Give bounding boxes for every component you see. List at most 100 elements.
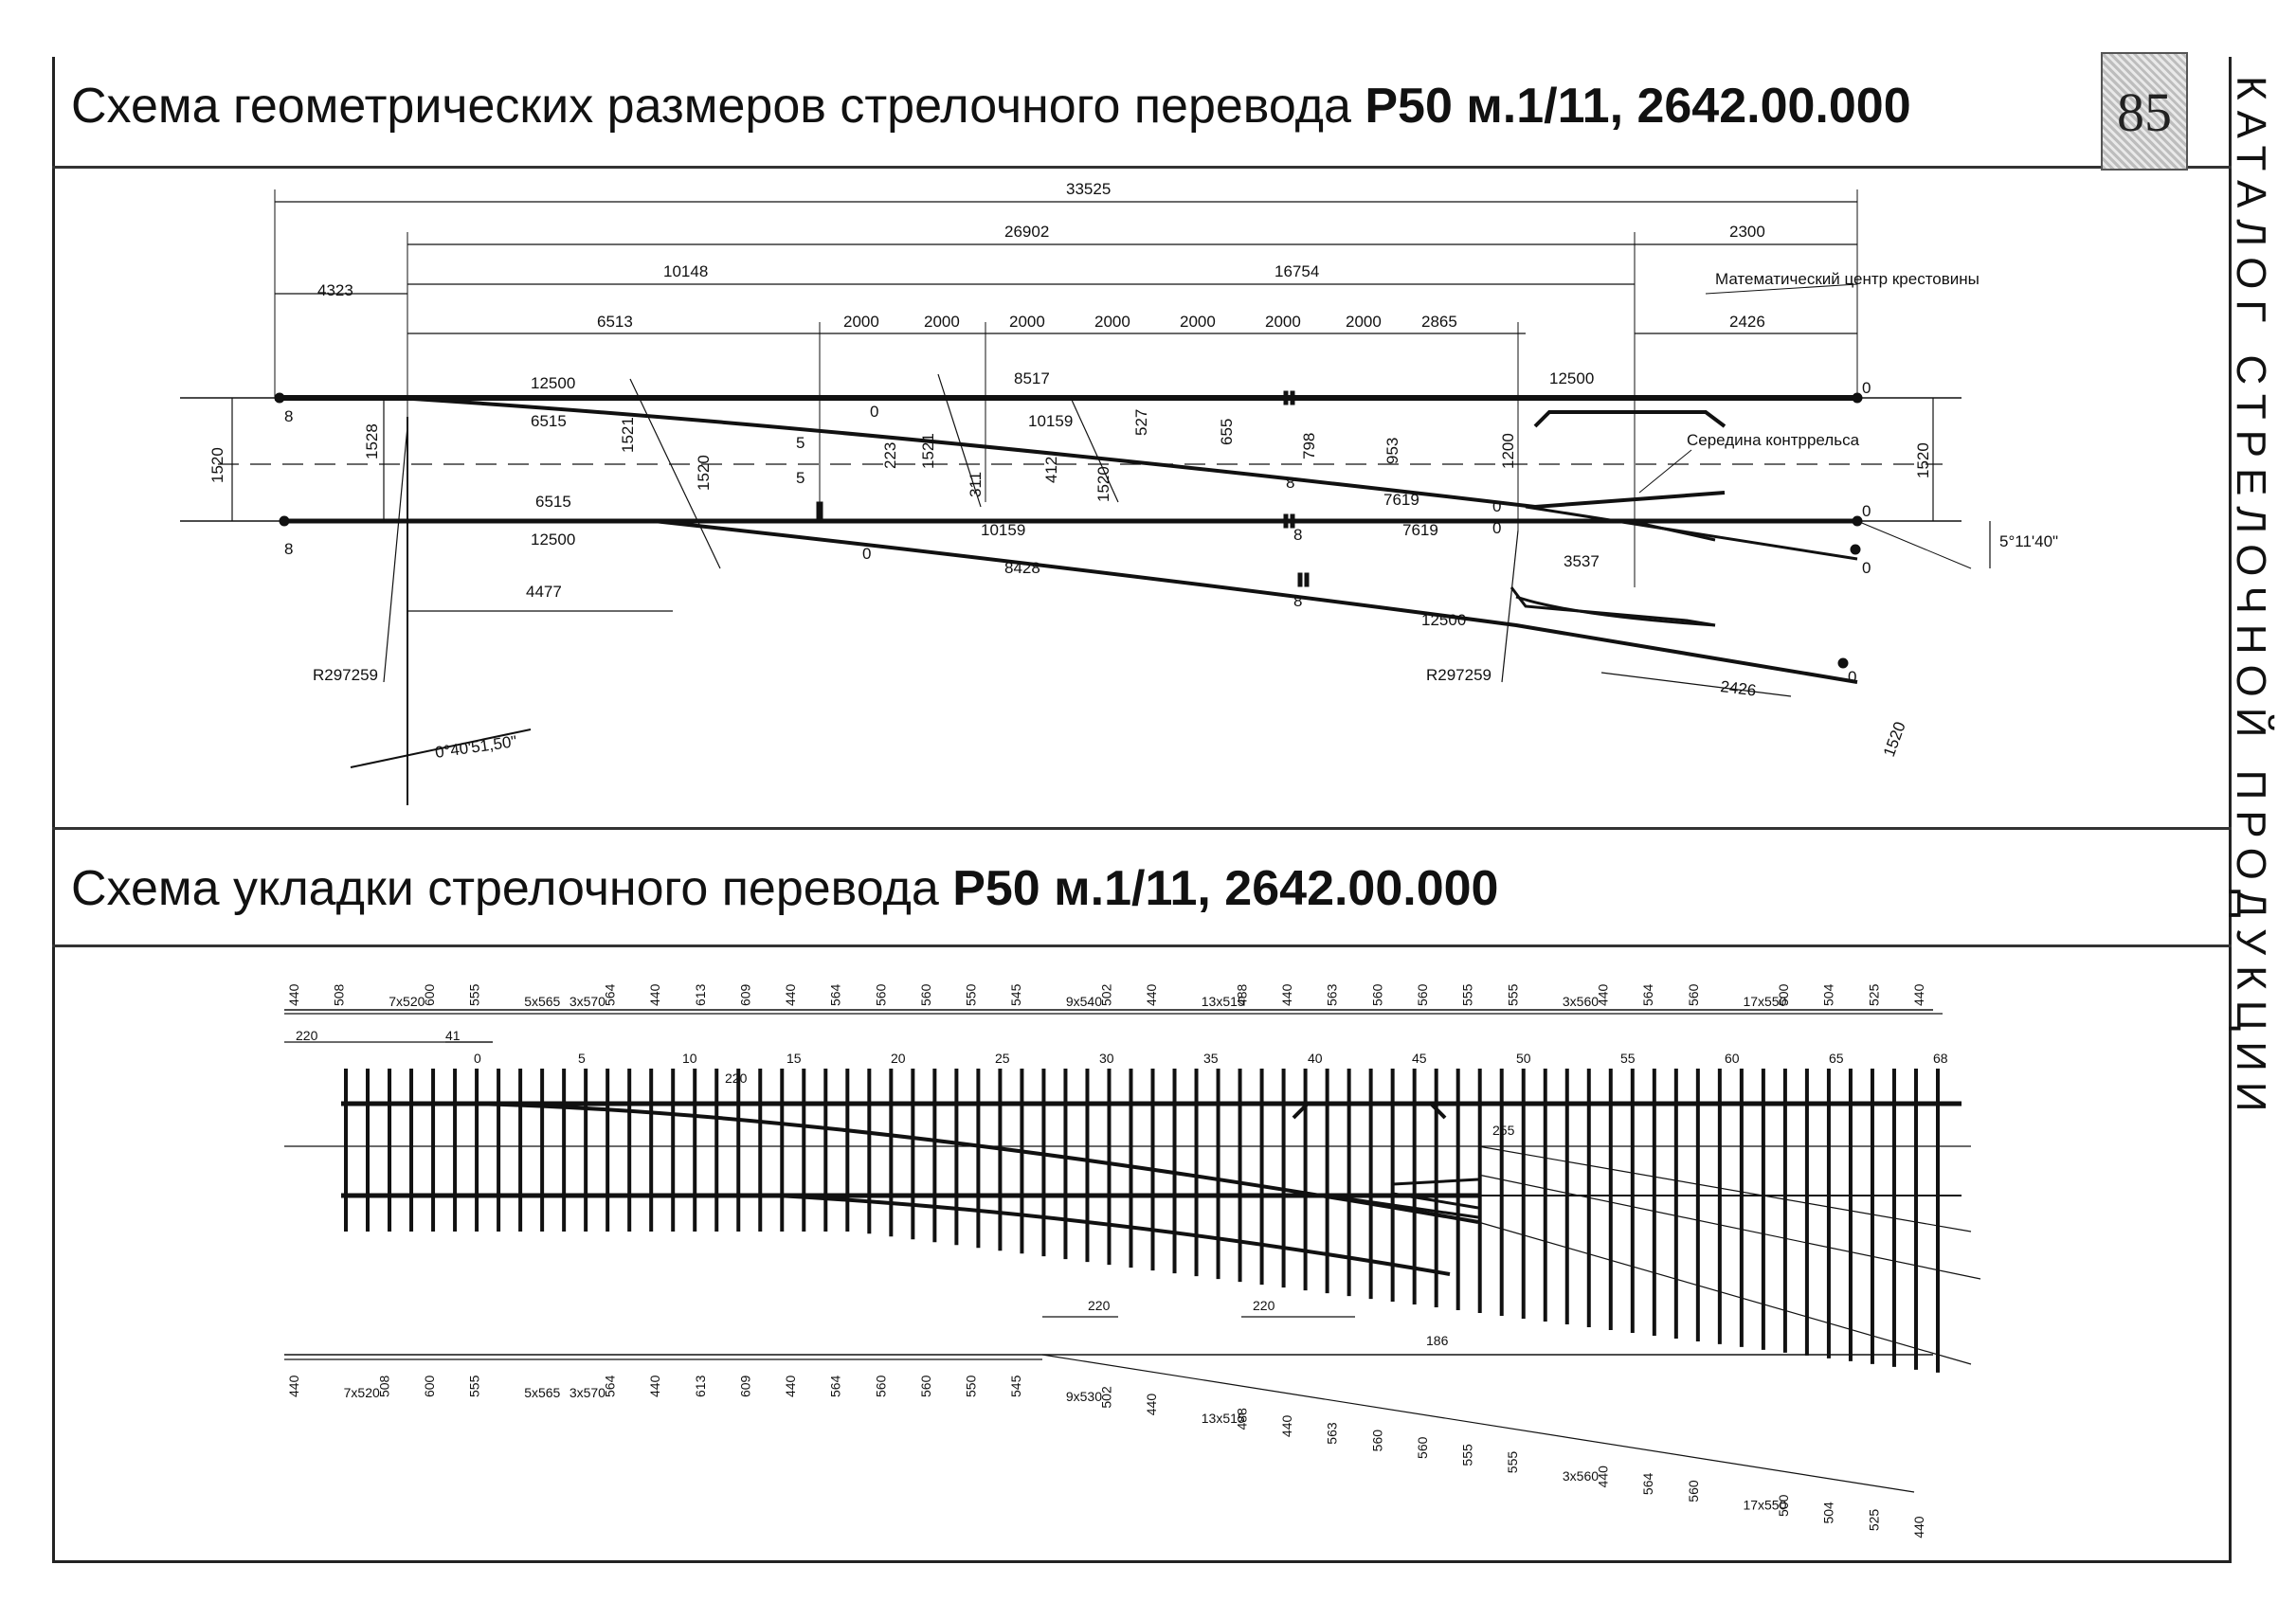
laying-dimension: 440 [286,983,301,1006]
laying-dimension: 440 [286,1375,301,1397]
page-number: 85 [2117,81,2172,143]
laying-dimension: 564 [602,1375,617,1397]
laying-dimension: 560 [873,983,888,1006]
laying-dimension: 508 [332,983,347,1006]
laying-dimension: 560 [918,1375,933,1397]
spacing-4: 2000 [1094,313,1130,331]
laying-dimension: 500 [1776,983,1791,1006]
spacing-2: 2000 [924,313,960,331]
laying-dimension: 564 [828,1375,843,1397]
sleeper-number: 5 [578,1051,586,1066]
vdim-953: 953 [1383,438,1401,464]
diverging-rail-1 [397,396,1726,510]
label-2426-b: 2426 [1720,677,1758,699]
sleeper-number: 25 [995,1051,1010,1066]
spacing-5: 2000 [1180,313,1216,331]
misc-220-a: 220 [296,1028,318,1043]
sleeper-number: 68 [1933,1051,1948,1066]
section-divider-top [52,827,2232,830]
vdim-1520-left: 1520 [208,447,226,483]
laying-dimension: 488 [1234,983,1249,1006]
laying-dimension: 555 [1460,983,1475,1006]
sleeper-number: 55 [1620,1051,1636,1066]
label-7619-a: 7619 [1383,491,1419,509]
vdim-798: 798 [1300,433,1318,459]
label-3537: 3537 [1564,552,1600,570]
laying-dimension: 550 [964,983,979,1006]
sleeper-number: 45 [1412,1051,1427,1066]
laying-dimension: 564 [602,983,617,1006]
label-8517: 8517 [1014,369,1050,387]
laying-dimension: 17x550 [1743,994,1786,1009]
angle-arc [350,729,532,768]
laying-dimension: 560 [1415,1436,1430,1459]
laying-dimension: 9x540 [1066,994,1102,1009]
label-10159-a: 10159 [1028,412,1073,430]
dim-26902: 26902 [1004,223,1049,241]
note-radius-left: R297259 [313,666,378,684]
spacing-3: 2000 [1009,313,1045,331]
laying-dimension: 564 [1640,1472,1655,1495]
laying-dimension: 440 [1911,983,1926,1006]
laying-dimension: 545 [1008,1375,1023,1397]
laying-dimension: 609 [737,1375,752,1397]
laying-dimension: 488 [1234,1408,1249,1430]
label-12500-b: 12500 [1549,369,1594,387]
label-6515-b: 6515 [535,493,571,511]
sleeper-number: 50 [1516,1051,1531,1066]
laying-dimension: 525 [1866,983,1881,1006]
section-divider-bottom [52,944,2232,947]
misc-255: 255 [1492,1123,1515,1138]
laying-dimension: 560 [1686,1480,1701,1502]
vdim-311: 311 [967,472,985,497]
laying-dimension: 555 [1505,983,1520,1006]
laying-dimension: 440 [1596,1466,1611,1488]
laying-dimension: 609 [737,983,752,1006]
sleeper-number: 15 [786,1051,802,1066]
laying-dimension: 3x560 [1563,994,1599,1009]
joint-8-b: 8 [1293,526,1302,544]
sleeper-number: 60 [1725,1051,1740,1066]
joint-8-a: 8 [1286,474,1294,492]
sleeper-number: 0 [474,1051,481,1066]
note-guard-rail-mid: Середина контррельса [1687,431,1860,449]
laying-dimension: 560 [1686,983,1701,1006]
laying-dimension: 5x565 [524,994,560,1009]
end-8-b: 8 [284,540,293,558]
misc-220-d: 220 [1253,1298,1275,1313]
sleeper-number: 65 [1829,1051,1844,1066]
laying-dimension: 3x570 [569,1385,606,1400]
spacing-1: 2000 [843,313,879,331]
end-8-a: 8 [284,407,293,425]
laying-dimension: 560 [873,1375,888,1397]
dim-6513: 6513 [597,313,633,331]
dim-4323: 4323 [317,281,353,299]
vdim-5-b: 5 [796,469,805,487]
laying-dimension: 555 [1505,1451,1520,1474]
laying-title-model: Р50 м.1/11, 2642.00.000 [952,861,1499,916]
laying-dimension: 440 [783,983,798,1006]
laying-dimension: 440 [1279,1415,1294,1438]
laying-dimension: 440 [1144,1394,1159,1416]
label-4477: 4477 [526,583,562,601]
sleeper-number: 40 [1308,1051,1323,1066]
laying-dimension: 560 [1369,1430,1384,1452]
page-number-badge: 85 [2101,52,2188,171]
sleeper-number: 30 [1099,1051,1114,1066]
laying-dimension: 440 [783,1375,798,1397]
vdim-1520-b: 1520 [695,455,713,491]
vdim-1521-b: 1521 [919,433,937,469]
laying-dimension: 550 [964,1375,979,1397]
misc-220-c: 220 [1088,1298,1111,1313]
laying-dimension: 525 [1866,1509,1881,1532]
geometry-title-model: Р50 м.1/11, 2642.00.000 [1365,79,1911,134]
laying-dimension: 3x560 [1563,1468,1599,1484]
laying-dimension: 504 [1821,983,1836,1006]
vdim-412: 412 [1042,457,1060,483]
misc-186: 186 [1426,1333,1449,1348]
laying-dimension: 500 [1776,1494,1791,1517]
laying-dimension: 440 [1911,1516,1926,1538]
label-6515-a: 6515 [531,412,567,430]
